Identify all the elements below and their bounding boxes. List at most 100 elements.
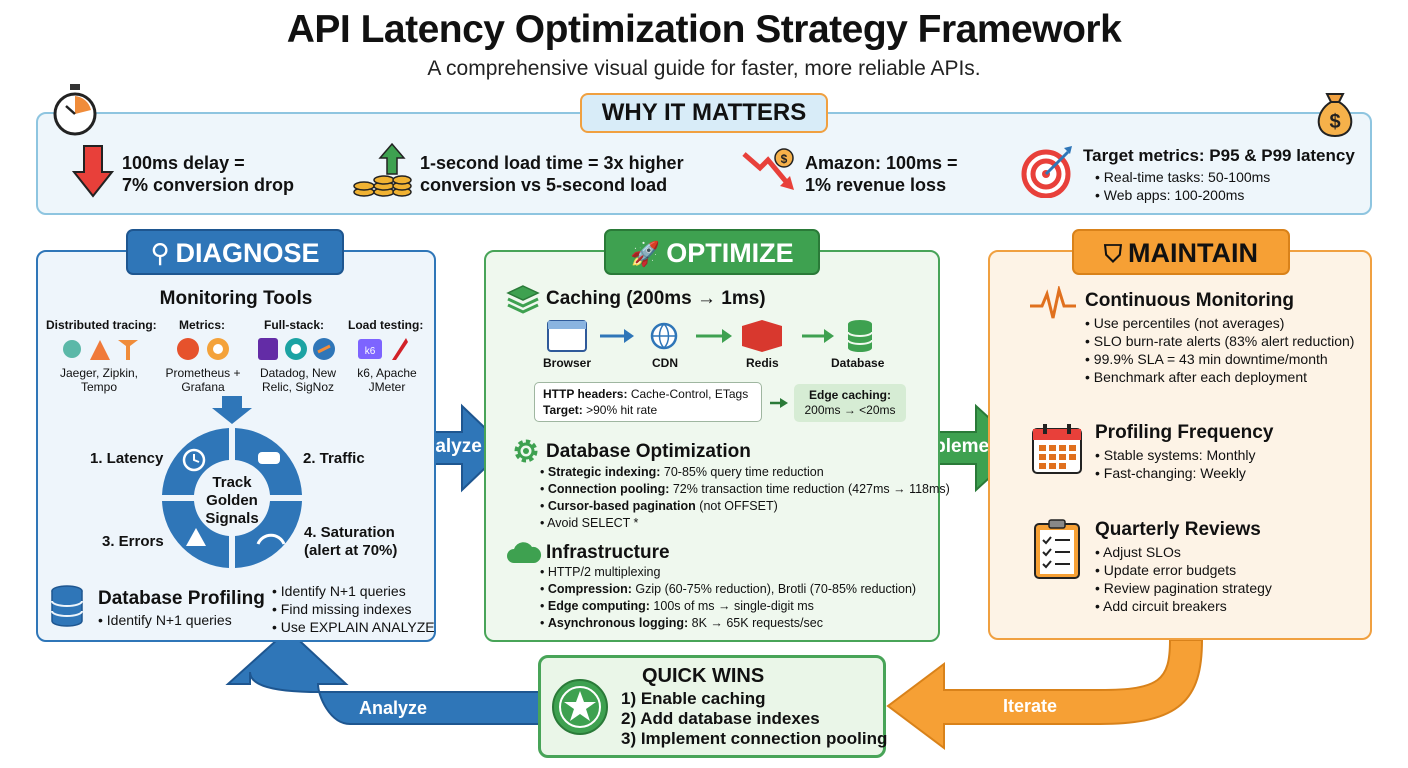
signal-traffic: 2. Traffic <box>303 450 365 467</box>
infra-item-text: 100s of ms → single-digit ms <box>653 599 814 613</box>
svg-text:$: $ <box>1329 111 1340 133</box>
profiling-frequency-item: Stable systems: Monthly <box>1095 446 1256 464</box>
metrics-tools-icon <box>177 338 229 360</box>
svg-text:$: $ <box>781 152 788 166</box>
database-profiling-item: Find missing indexes <box>272 600 435 618</box>
infra-item-bold: Edge computing: <box>547 599 650 613</box>
edge-caching-title: Edge caching: <box>808 388 891 402</box>
infra-item: HTTP/2 multiplexing <box>540 564 916 581</box>
monitoring-item: 99.9% SLA = 43 min downtime/month <box>1085 350 1354 368</box>
why-it-matters-title: WHY IT MATTERS <box>580 93 828 133</box>
infrastructure-title: Infrastructure <box>546 542 670 563</box>
page-title: API Latency Optimization Strategy Framew… <box>286 8 1122 51</box>
quick-wins-box <box>538 655 886 758</box>
stat-delay-line1: 100ms delay = <box>122 153 245 173</box>
redis-icon <box>742 320 782 352</box>
profiling-frequency-title: Profiling Frequency <box>1095 422 1274 443</box>
checklist-icon <box>1034 519 1080 579</box>
caching-title: Caching (200ms → 1ms) <box>546 288 766 309</box>
tool-names-tracing: Jaeger, Zipkin, <box>59 366 139 380</box>
monitoring-item: Use percentiles (not averages) <box>1085 314 1354 332</box>
golden-signals-center: Track <box>212 474 252 491</box>
profiling-frequency-item: Fast-changing: Weekly <box>1095 464 1256 482</box>
fullstack-tools-icon <box>258 338 335 360</box>
db-opt-item-bold: Cursor-based pagination <box>547 499 696 513</box>
stat-load-line1: 1-second load time = 3x higher <box>420 153 684 173</box>
stat-load-line2: conversion vs 5-second load <box>420 175 668 195</box>
tool-names-fullstack: Relic, SigNoz <box>261 380 335 394</box>
flow-cdn: CDN <box>652 356 678 370</box>
db-opt-item-bold: Connection pooling: <box>547 482 670 496</box>
db-opt-item-text: Avoid SELECT * <box>547 516 639 530</box>
db-opt-item: Avoid SELECT * <box>540 515 950 532</box>
cloud-icon <box>507 542 542 563</box>
money-bag-icon: $ <box>1317 93 1353 138</box>
signal-saturation: 4. Saturation <box>304 524 395 541</box>
calendar-icon <box>1032 424 1082 474</box>
diagnose-title: ⚲DIAGNOSE <box>126 229 344 275</box>
target-label: Target: <box>543 403 583 417</box>
tool-names-tracing: Tempo <box>80 380 118 394</box>
db-opt-item-bold: Strategic indexing: <box>547 465 661 479</box>
target-value: >90% hit rate <box>586 403 658 417</box>
quarterly-review-item: Review pagination strategy <box>1095 579 1272 597</box>
revenue-drop-icon: $ <box>742 148 794 190</box>
database-profiling-item: Identify N+1 queries <box>98 611 232 629</box>
optimize-title-text: OPTIMIZE <box>666 238 794 268</box>
golden-signals-wheel <box>162 396 302 568</box>
quarterly-review-item: Add circuit breakers <box>1095 597 1272 615</box>
flow-browser: Browser <box>543 356 592 370</box>
maintain-title: ⛉MAINTAIN <box>1072 229 1290 275</box>
db-opt-item: Cursor-based pagination (not OFFSET) <box>540 498 950 515</box>
arrow-right-icon <box>770 398 788 408</box>
signal-saturation-alert: (alert at 70%) <box>304 542 398 559</box>
edge-caching-box: Edge caching: 200ms → <20ms <box>794 384 906 422</box>
infra-item-text: HTTP/2 multiplexing <box>547 565 661 579</box>
continuous-monitoring-title: Continuous Monitoring <box>1085 290 1294 311</box>
page-subtitle: A comprehensive visual guide for faster,… <box>427 57 981 80</box>
iterate-arrow <box>886 639 1204 750</box>
edge-caching-value: 200ms → <20ms <box>804 403 896 417</box>
star-icon <box>552 679 608 735</box>
infra-item: Edge computing: 100s of ms → single-digi… <box>540 598 916 615</box>
monitoring-item: Benchmark after each deployment <box>1085 368 1354 386</box>
svg-text:k6: k6 <box>365 346 376 357</box>
iterate-arrow-label: Iterate <box>1003 696 1058 716</box>
database-profiling-item: Identify N+1 queries <box>272 582 435 600</box>
db-opt-item: Connection pooling: 72% transaction time… <box>540 481 950 498</box>
quick-win-item: 3) Implement connection pooling <box>621 729 888 748</box>
db-opt-item-text: 72% transaction time reduction (427ms → … <box>672 482 950 496</box>
target-metric-item: Web apps: 100-200ms <box>1095 186 1355 204</box>
loadtesting-tools-icon: k6 <box>358 338 408 360</box>
tool-label-tracing: Distributed tracing: <box>46 318 157 332</box>
target-icon <box>1021 146 1072 198</box>
quick-win-item: 1) Enable caching <box>621 689 766 708</box>
quarterly-reviews-title: Quarterly Reviews <box>1095 519 1261 540</box>
infra-item-text: 8K → 65K requests/sec <box>691 616 823 630</box>
tool-names-loadtesting: k6, Apache <box>357 366 417 380</box>
stat-amazon-line2: 1% revenue loss <box>805 175 947 195</box>
quick-wins-title: QUICK WINS <box>642 665 765 687</box>
flow-redis: Redis <box>746 356 779 370</box>
golden-signals-center: Signals <box>205 510 259 527</box>
rocket-icon: 🚀 <box>630 241 661 268</box>
infra-item: Asynchronous logging: 8K → 65K requests/… <box>540 615 916 632</box>
golden-signals-center: Golden <box>206 492 258 509</box>
flow-database: Database <box>831 356 885 370</box>
infra-item-bold: Compression: <box>547 582 632 596</box>
signal-latency: 1. Latency <box>90 450 164 467</box>
optimize-title: 🚀OPTIMIZE <box>604 229 820 275</box>
db-opt-item-text: 70-85% query time reduction <box>663 465 824 479</box>
monitoring-item: SLO burn-rate alerts (83% alert reductio… <box>1085 332 1355 350</box>
tool-label-loadtesting: Load testing: <box>348 318 424 332</box>
database-icon <box>51 585 83 627</box>
db-opt-item: Strategic indexing: 70-85% query time re… <box>540 464 950 481</box>
target-metrics-title: Target metrics: P95 & P99 latency <box>1083 146 1355 165</box>
tool-names-metrics: Prometheus + <box>165 366 241 380</box>
tool-label-metrics: Metrics: <box>179 318 226 332</box>
stat-amazon-line1: Amazon: 100ms = <box>805 153 958 173</box>
signal-errors: 3. Errors <box>102 533 164 550</box>
tool-label-fullstack: Full-stack: <box>264 318 325 332</box>
gear-icon <box>514 439 538 463</box>
http-headers-box: HTTP headers: Cache-Control, ETags Targe… <box>534 382 762 422</box>
